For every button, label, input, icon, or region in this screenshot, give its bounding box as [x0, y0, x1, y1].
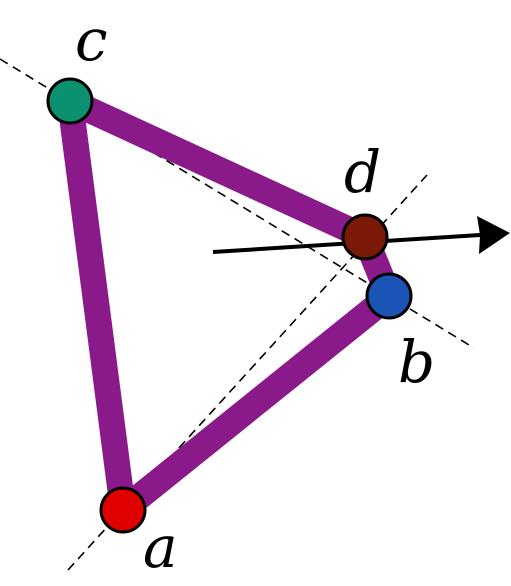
- point-d: [341, 213, 389, 261]
- label-b: b: [398, 328, 435, 396]
- label-a: a: [143, 513, 178, 581]
- point-c: [46, 77, 94, 125]
- label-c: c: [75, 6, 107, 74]
- arrow-right-icon: [477, 216, 510, 254]
- quadrilateral-shape: [57, 88, 402, 523]
- label-d: d: [344, 138, 381, 206]
- point-b: [365, 272, 413, 320]
- point-a: [99, 486, 147, 534]
